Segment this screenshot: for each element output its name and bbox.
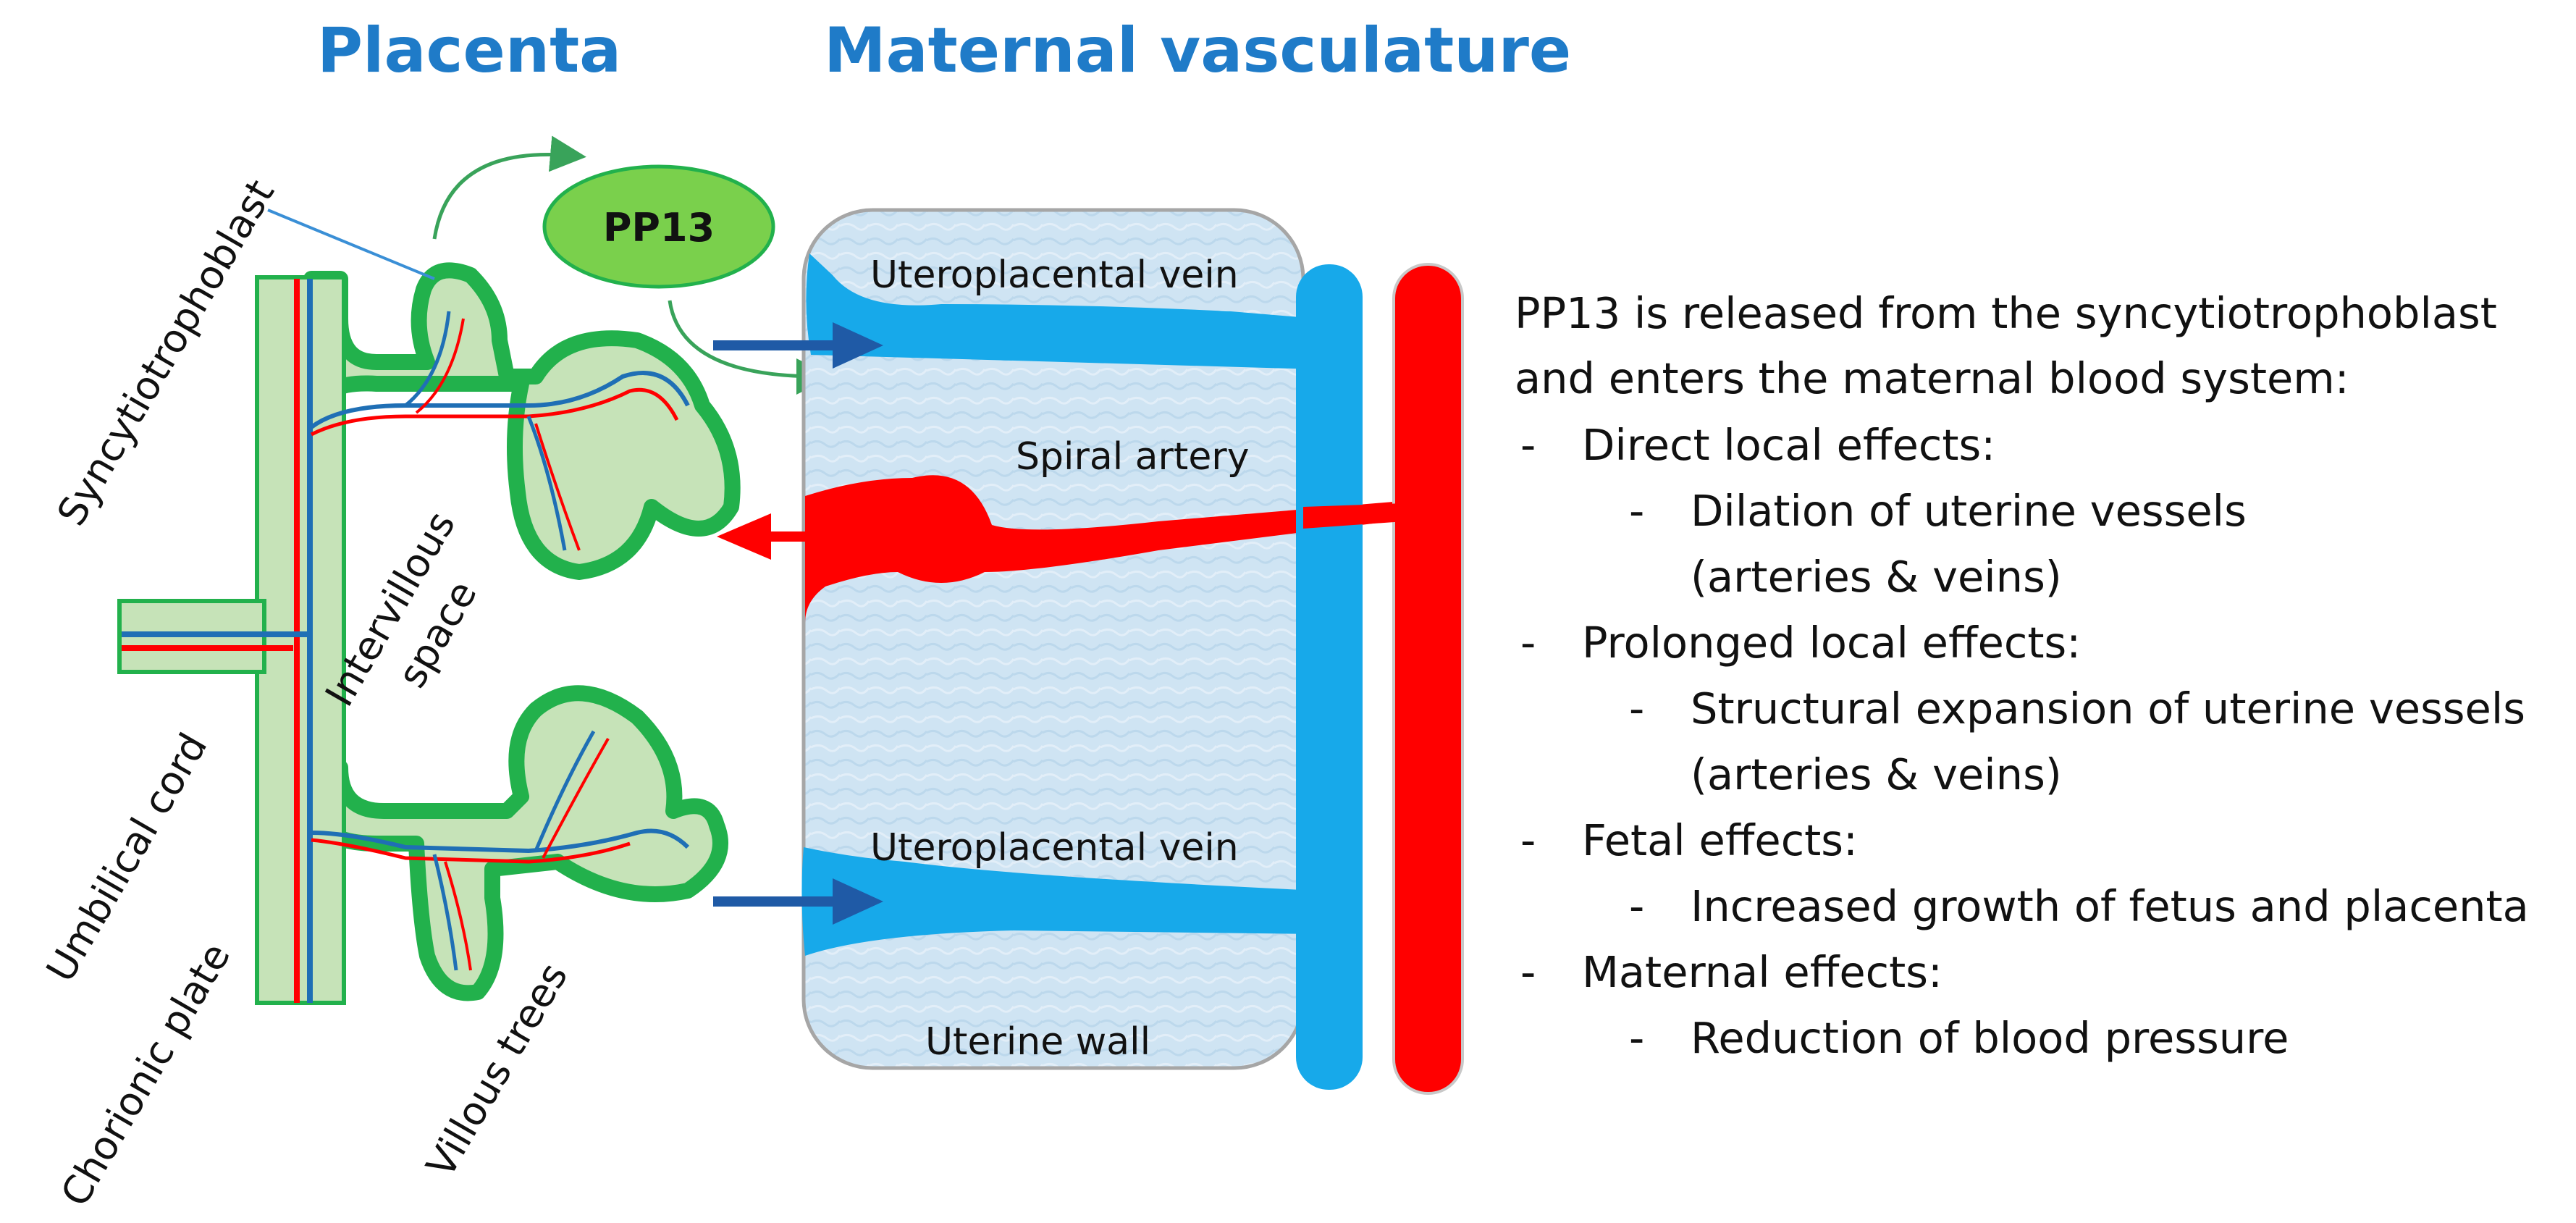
pp13-label: PP13 <box>603 205 715 251</box>
effects-detail: Reduction of blood pressure <box>1691 1013 2289 1063</box>
effects-list-bullet: - <box>1629 486 1645 536</box>
lower-uteroplacental-vein <box>801 847 1318 956</box>
effects-category: Direct local effects: <box>1582 420 1996 470</box>
pp13-ellipse <box>542 164 775 289</box>
maternal-artery-vertical <box>1392 263 1464 1095</box>
effects-detail: Dilation of uterine vessels <box>1691 486 2247 536</box>
umbilical-cord-label: Umbilical cord <box>38 726 216 990</box>
maternal-vein-vertical <box>1296 264 1363 1090</box>
maternal-vasculature-title: Maternal vasculature <box>824 14 1572 87</box>
lower-villus <box>303 685 728 1001</box>
effects-detail: (arteries & veins) <box>1691 749 2062 799</box>
intro-line-1: PP13 is released from the syncytiotropho… <box>1515 288 2497 338</box>
effects-category: Fetal effects: <box>1582 815 1858 865</box>
pp13-release-arrow <box>432 135 586 240</box>
syncytiotrophoblast-label: Syncytiotrophoblast <box>49 172 283 534</box>
pp13-entry-arrow <box>668 300 833 395</box>
spiral-artery-label: Spiral artery <box>1016 435 1249 479</box>
upper-uteroplacental-vein <box>806 253 1318 369</box>
effects-category: Maternal effects: <box>1582 947 1942 997</box>
effects-list-bullet: - <box>1520 947 1536 997</box>
effects-list-bullet: - <box>1520 815 1536 865</box>
syncytiotrophoblast-pointer <box>267 209 435 280</box>
intro-line-2: and enters the maternal blood system: <box>1515 353 2349 403</box>
uteroplacental-vein-bottom-label: Uteroplacental vein <box>870 826 1239 870</box>
effects-detail: Increased growth of fetus and placenta <box>1691 881 2529 931</box>
villous-tree-structure <box>117 262 741 1005</box>
effects-list-bullet: - <box>1520 618 1536 668</box>
spiral-artery-flow-arrow <box>717 513 887 560</box>
placenta-title: Placenta <box>317 14 622 87</box>
effects-category: Prolonged local effects: <box>1582 618 2082 668</box>
lower-vein-flow-arrow <box>713 878 883 925</box>
effects-list-bullet: - <box>1520 420 1536 470</box>
effects-detail: Structural expansion of uterine vessels <box>1691 684 2525 734</box>
placenta-maternal-figure: PP13 Uteroplacental vein Spiral artery <box>38 135 1464 1214</box>
upper-vein-flow-arrow <box>713 322 883 369</box>
effects-list-bullet: - <box>1629 684 1645 734</box>
spiral-artery <box>805 475 1419 623</box>
effects-list-bullet: - <box>1629 1013 1645 1063</box>
effects-list-bullet: - <box>1629 881 1645 931</box>
effects-detail: (arteries & veins) <box>1691 552 2062 602</box>
uterine-wall-label: Uterine wall <box>925 1020 1150 1064</box>
upper-villus <box>303 262 741 580</box>
chorionic-plate <box>255 275 346 1005</box>
uteroplacental-vein-top-label: Uteroplacental vein <box>870 253 1239 297</box>
